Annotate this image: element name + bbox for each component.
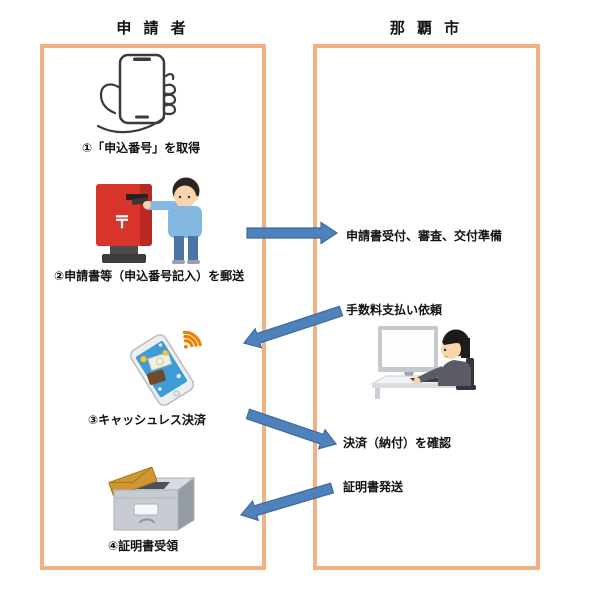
city-item-certificate-dispatch: 証明書発送 <box>343 480 404 494</box>
city-item-payment-request: 手数料支払い依頼 <box>346 303 443 317</box>
step4-label: ④証明書受領 <box>108 539 179 553</box>
city-header: 那 覇 市 <box>389 20 464 37</box>
city-item-payment-confirm: 決済（納付）を確認 <box>343 436 452 450</box>
applicant-header: 申 請 者 <box>116 20 190 37</box>
step2-label: ②申請書等（申込番号記入）を郵送 <box>54 269 245 283</box>
mail-receiving-box-icon <box>108 466 196 531</box>
clerk-at-computer-icon <box>370 326 476 399</box>
svg-text:〒: 〒 <box>114 213 131 232</box>
post-mailbox-mailing-icon: 〒 <box>96 177 202 264</box>
step3-label: ③キャッシュレス決済 <box>88 413 206 427</box>
smartphone-in-hand-icon <box>96 53 177 134</box>
city-item-receive-review: 申請書受付、審査、交付準備 <box>346 229 503 243</box>
step1-label: ①「申込番号」を取得 <box>82 141 201 155</box>
cashless-payment-phone-icon <box>129 330 202 406</box>
